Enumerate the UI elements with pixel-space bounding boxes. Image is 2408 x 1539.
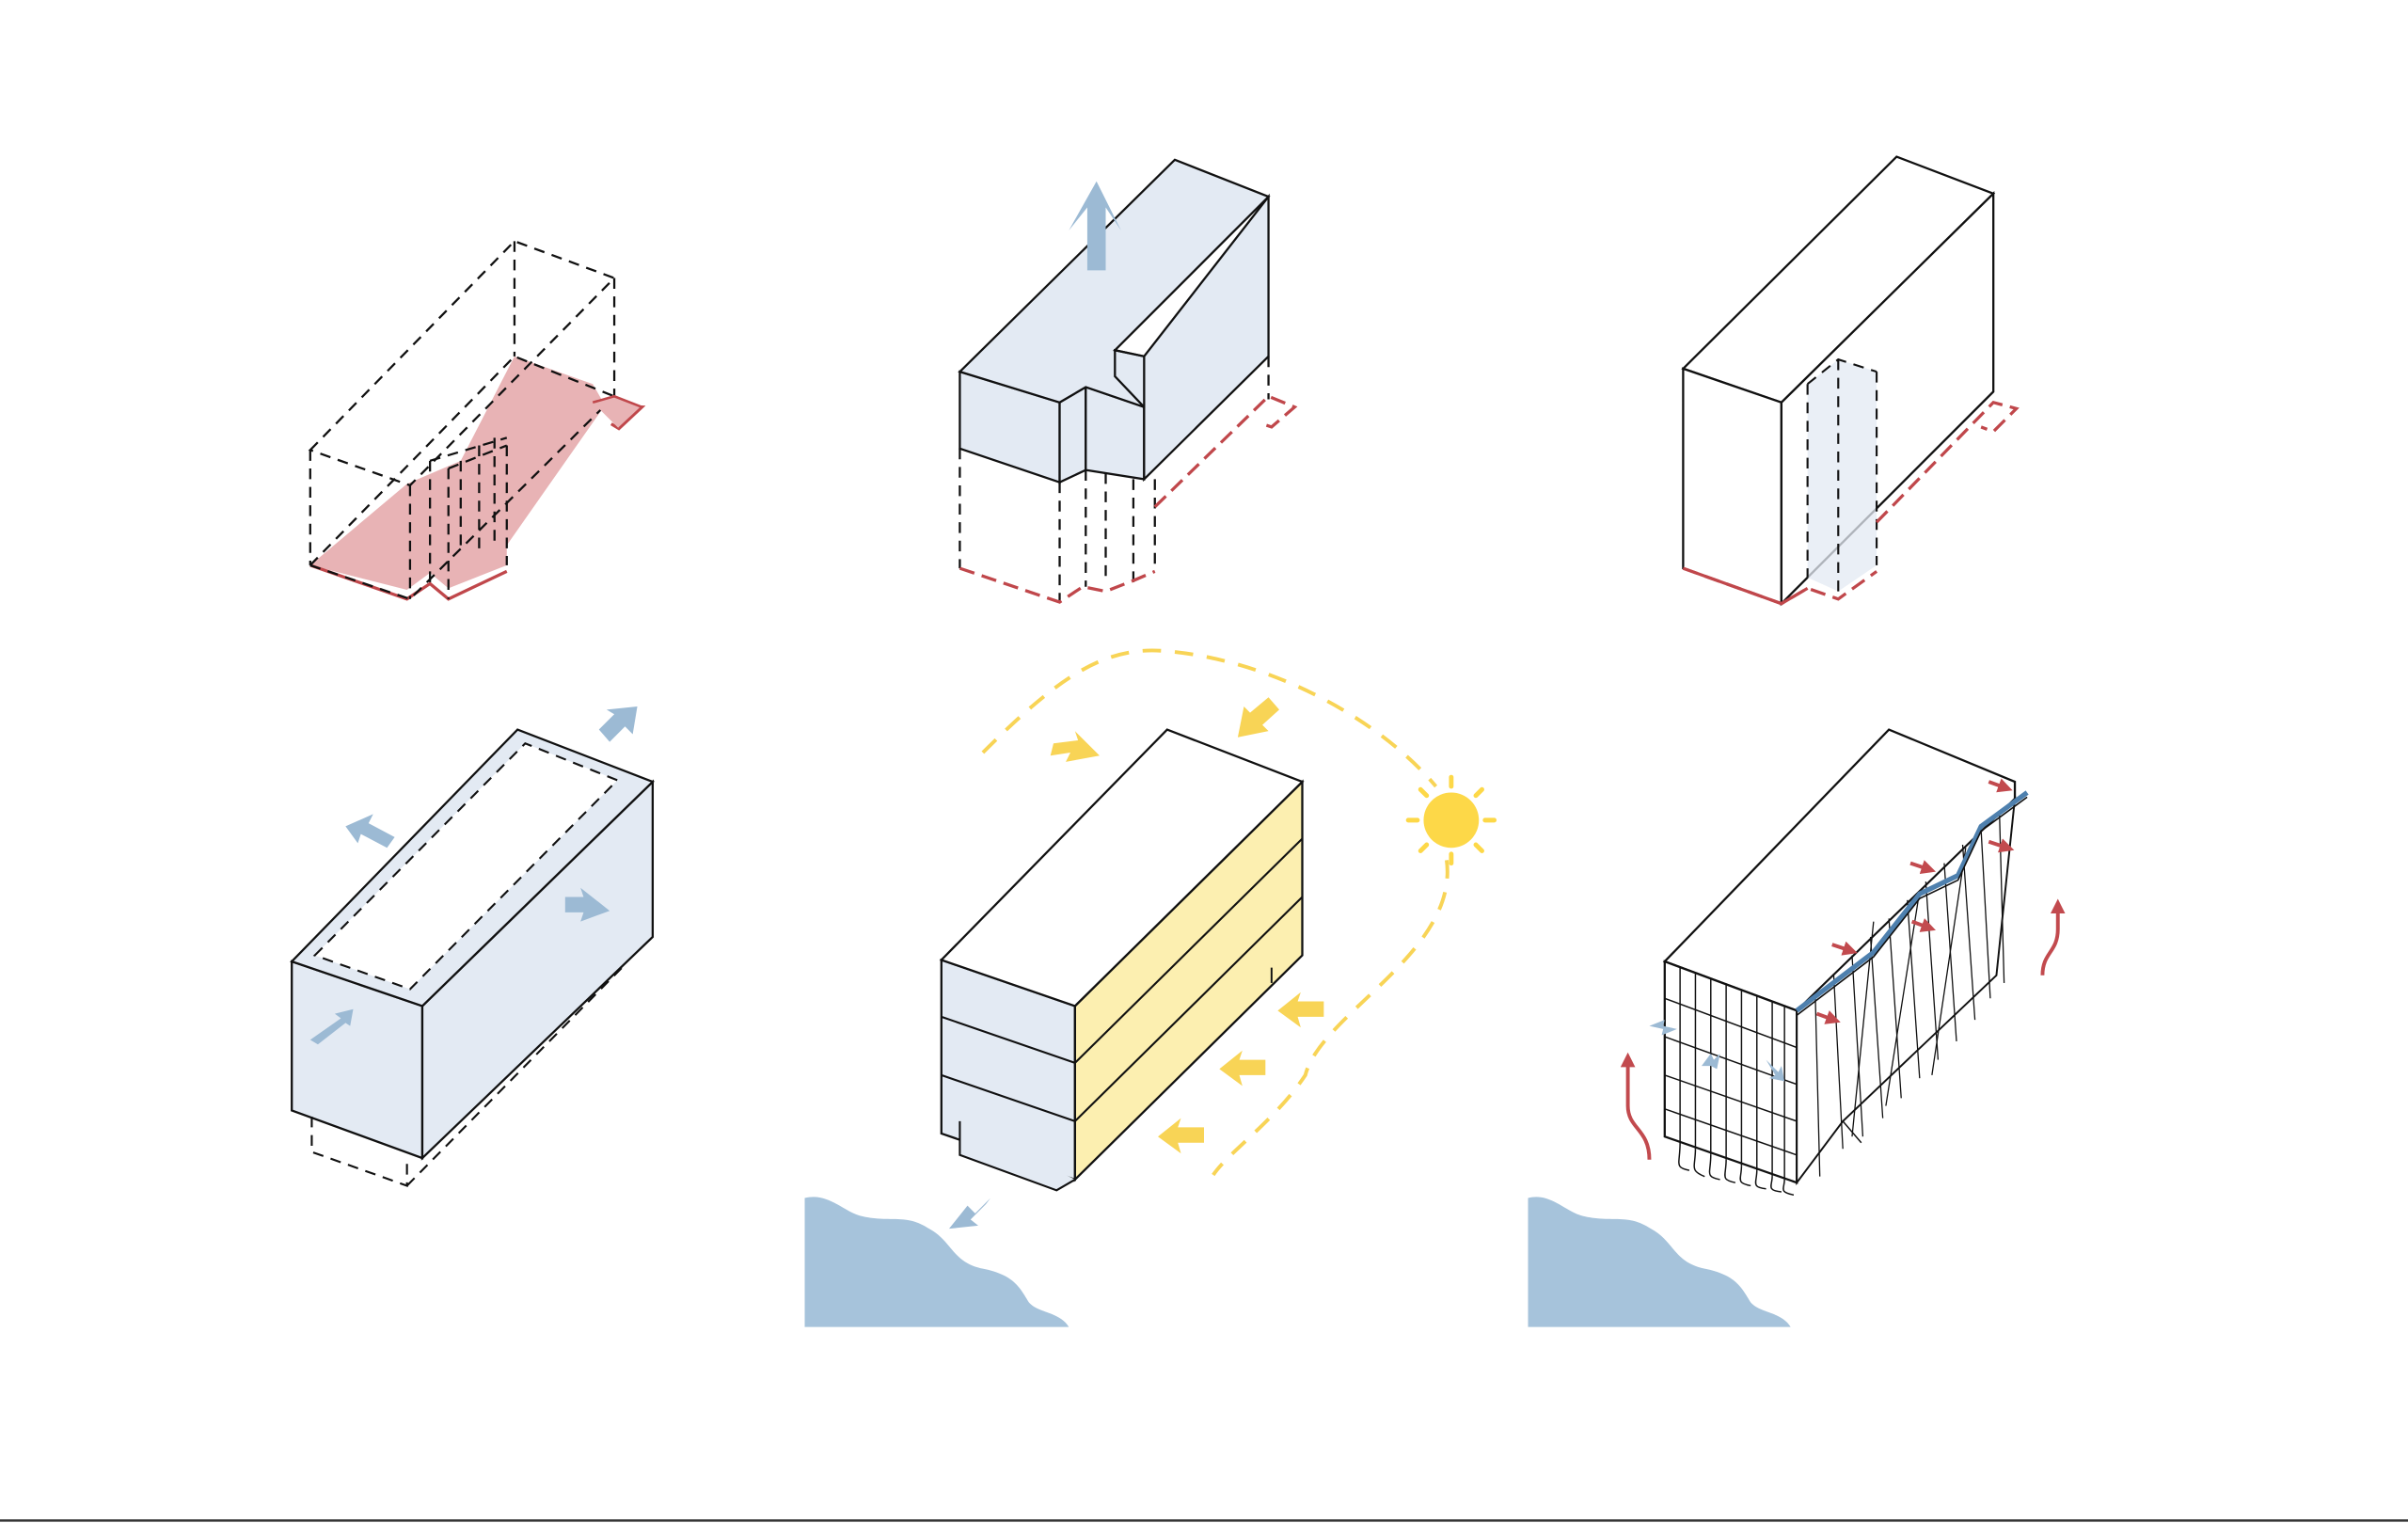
dashed-envelope xyxy=(308,240,617,601)
sun-icon xyxy=(1405,774,1497,866)
arrow-outward-icon xyxy=(948,1198,991,1230)
site-footprint-area xyxy=(309,356,642,590)
panel-facade-ventilation xyxy=(1528,728,2066,1327)
panel-site-footprint xyxy=(308,240,646,601)
tower-front-face xyxy=(1682,367,1783,606)
arrow-outward-icon xyxy=(309,706,638,1045)
sun-path-icon xyxy=(981,648,1450,1177)
panel-solar-orientation xyxy=(804,648,1497,1327)
core-volume xyxy=(1807,359,1877,592)
water-wave-icon xyxy=(804,1197,1069,1327)
roof-edge-line xyxy=(1795,790,2029,1013)
solar-block-top xyxy=(939,728,1305,1007)
panel-outward-expansion xyxy=(290,706,655,1187)
airflow-arrow-icon xyxy=(1649,1020,1785,1082)
panel-core-insertion xyxy=(1681,155,2020,607)
dashed-lower-envelope xyxy=(958,356,1270,603)
panel-vertical-extrusion xyxy=(958,158,1298,604)
roof-inner-outline xyxy=(312,741,620,991)
site-boundary-2 xyxy=(958,394,1298,604)
arrow-up-icon xyxy=(1069,181,1121,271)
solar-ray-arrows xyxy=(1050,697,1324,1154)
water-wave-icon xyxy=(1528,1197,1791,1327)
airflow-arrow-icon xyxy=(1620,778,2066,1160)
